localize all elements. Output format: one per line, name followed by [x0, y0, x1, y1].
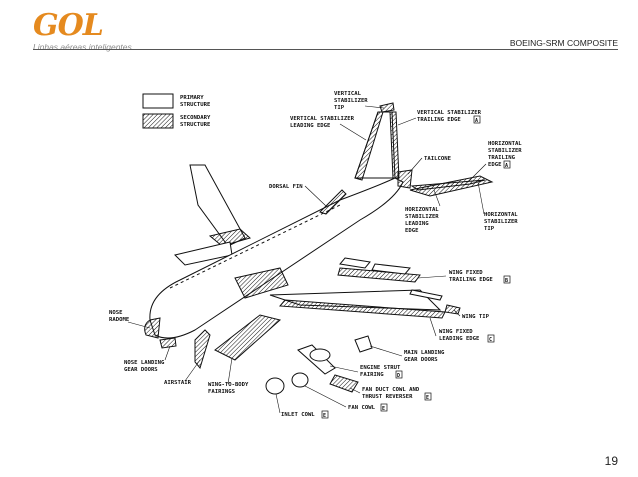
engine-strut-ref-box	[395, 370, 403, 379]
nose-radome	[144, 317, 161, 339]
inlet-cowl-ref-box	[321, 410, 329, 419]
tailcone	[397, 169, 413, 189]
inlet-cowl-part	[265, 377, 285, 395]
left-wing-trailing-edge	[208, 228, 252, 247]
fan-duct-cowl-part	[329, 374, 359, 393]
main-gear-doors-label-1: MAIN LANDING	[404, 350, 445, 356]
window-line	[169, 204, 341, 289]
flap-panel-1	[339, 257, 371, 269]
legend-primary-2: STRUCTURE	[180, 102, 210, 108]
fan-duct-ref: E	[426, 395, 429, 401]
wing-to-body-label-1: WING-TO-BODY	[208, 382, 249, 388]
hstab-te-label-3: TRAILING	[488, 155, 516, 161]
hstab-tip-label-1: HORIZONTAL	[484, 212, 518, 218]
wing-tip	[444, 304, 461, 315]
airstair-label: AIRSTAIR	[164, 380, 192, 386]
hstab-tip-label-3: TIP	[484, 226, 495, 232]
vstab-tip-label-1: VERTICAL	[334, 91, 362, 97]
airstair	[194, 329, 211, 370]
hstab-te-label-1: HORIZONTAL	[488, 141, 522, 147]
logo-wordmark: GOL	[33, 8, 104, 43]
dorsal-fin	[319, 189, 347, 215]
leader-lines	[127, 105, 487, 414]
wing-fixed-te-ref: B	[505, 278, 508, 284]
dorsal-fin-label: DORSAL FIN	[269, 184, 303, 190]
vstab-te-ref: A	[475, 118, 478, 124]
nose-gear-doors-label-1: NOSE LANDING	[124, 360, 165, 366]
hstab-te-ref-box	[503, 160, 511, 169]
vstab-le-label-2: LEADING EDGE	[290, 123, 330, 129]
page-number: 19	[604, 454, 618, 468]
engine-strut-label-2: FAIRING	[360, 372, 384, 378]
legend-secondary-2: STRUCTURE	[180, 122, 210, 128]
inlet-cowl-label: INLET COWL	[281, 412, 315, 418]
wing-to-body-fairing	[214, 314, 282, 361]
nose-landing-gear-doors	[159, 337, 177, 349]
legend-secondary-1: SECONDARY	[180, 115, 211, 121]
wing-fixed-te-label-1: WING FIXED	[449, 270, 483, 276]
vstab-le-label-1: VERTICAL STABILIZER	[290, 116, 355, 122]
hstab-le-label-2: STABILIZER	[405, 214, 439, 220]
wing-tip-label: WING TIP	[462, 314, 490, 320]
gol-logo: GOL Linhas aéreas inteligentes	[33, 6, 163, 52]
callouts: VERTICAL STABILIZER TIP VERTICAL STABILI…	[109, 91, 522, 419]
legend: PRIMARY STRUCTURE SECONDARY STRUCTURE	[142, 93, 211, 129]
aircraft-drawing	[144, 102, 494, 395]
wing-fixed-le-label-1: WING FIXED	[439, 329, 473, 335]
nose-gear-doors-label-2: GEAR DOORS	[124, 367, 158, 373]
wing-fixed-le-label-2: LEADING EDGE	[439, 336, 479, 342]
nose-radome-label-2: RADOME	[109, 317, 129, 323]
fan-cowl-part	[291, 372, 309, 388]
vstab-tip-label-3: TIP	[334, 105, 345, 111]
engine-core	[309, 348, 331, 362]
engine-strut-label-1: ENGINE STRUT	[360, 365, 401, 371]
main-landing-gear-doors	[354, 335, 373, 353]
hstab-le-label-1: HORIZONTAL	[405, 207, 439, 213]
fan-duct-label-1: FAN DUCT COWL AND	[362, 387, 420, 393]
aileron-panel	[409, 289, 443, 301]
wing-fixed-te-label-2: TRAILING EDGE	[449, 277, 493, 283]
vstab-te-ref-box	[473, 115, 481, 124]
fan-cowl-ref: E	[382, 406, 385, 412]
upper-wing-to-body-fairing	[234, 267, 289, 299]
wing-fixed-le-ref: C	[489, 337, 492, 343]
hstab-tip-label-2: STABILIZER	[484, 219, 518, 225]
logo-text: GOL	[33, 8, 104, 43]
inlet-cowl-ref: E	[323, 413, 326, 419]
fan-duct-label-2: THRUST REVERSER	[362, 394, 413, 400]
vertical-stabilizer-tip	[379, 102, 395, 113]
engine-strut-ref: D	[397, 373, 400, 379]
header-title: BOEING-SRM COMPOSITE	[509, 38, 618, 48]
vstab-te-label-2: TRAILING EDGE	[417, 117, 461, 123]
wing-fixed-le-ref-box	[487, 334, 495, 343]
fan-cowl-ref-box	[380, 403, 388, 412]
nose-radome-label-1: NOSE	[109, 310, 122, 316]
fan-cowl-label: FAN COWL	[348, 405, 376, 411]
hstab-te-label-4: EDGE	[488, 162, 501, 168]
header-divider	[33, 49, 618, 50]
secondary-structure-swatch	[142, 113, 174, 129]
hstab-leading-edge-part	[410, 179, 486, 191]
hstab-le-label-3: LEADING	[405, 221, 429, 227]
hstab-te-ref: A	[505, 163, 508, 169]
logo-tagline: Linhas aéreas inteligentes	[33, 42, 132, 52]
wing-fixed-te-ref-box	[503, 275, 511, 284]
tailcone-label: TAILCONE	[424, 156, 451, 162]
wing-fixed-leading-edge	[278, 299, 446, 319]
main-gear-doors-label-2: GEAR DOORS	[404, 357, 438, 363]
vstab-tip-label-2: STABILIZER	[334, 98, 368, 104]
vstab-te-label-1: VERTICAL STABILIZER	[417, 110, 482, 116]
legend-primary-1: PRIMARY	[180, 95, 204, 101]
hstab-le-label-4: EDGE	[405, 228, 418, 234]
primary-structure-swatch	[142, 93, 174, 109]
hstab-te-label-2: STABILIZER	[488, 148, 522, 154]
fan-duct-ref-box	[424, 392, 432, 401]
flap-panel-2	[371, 263, 411, 275]
wing-to-body-label-2: FAIRINGS	[208, 389, 236, 395]
